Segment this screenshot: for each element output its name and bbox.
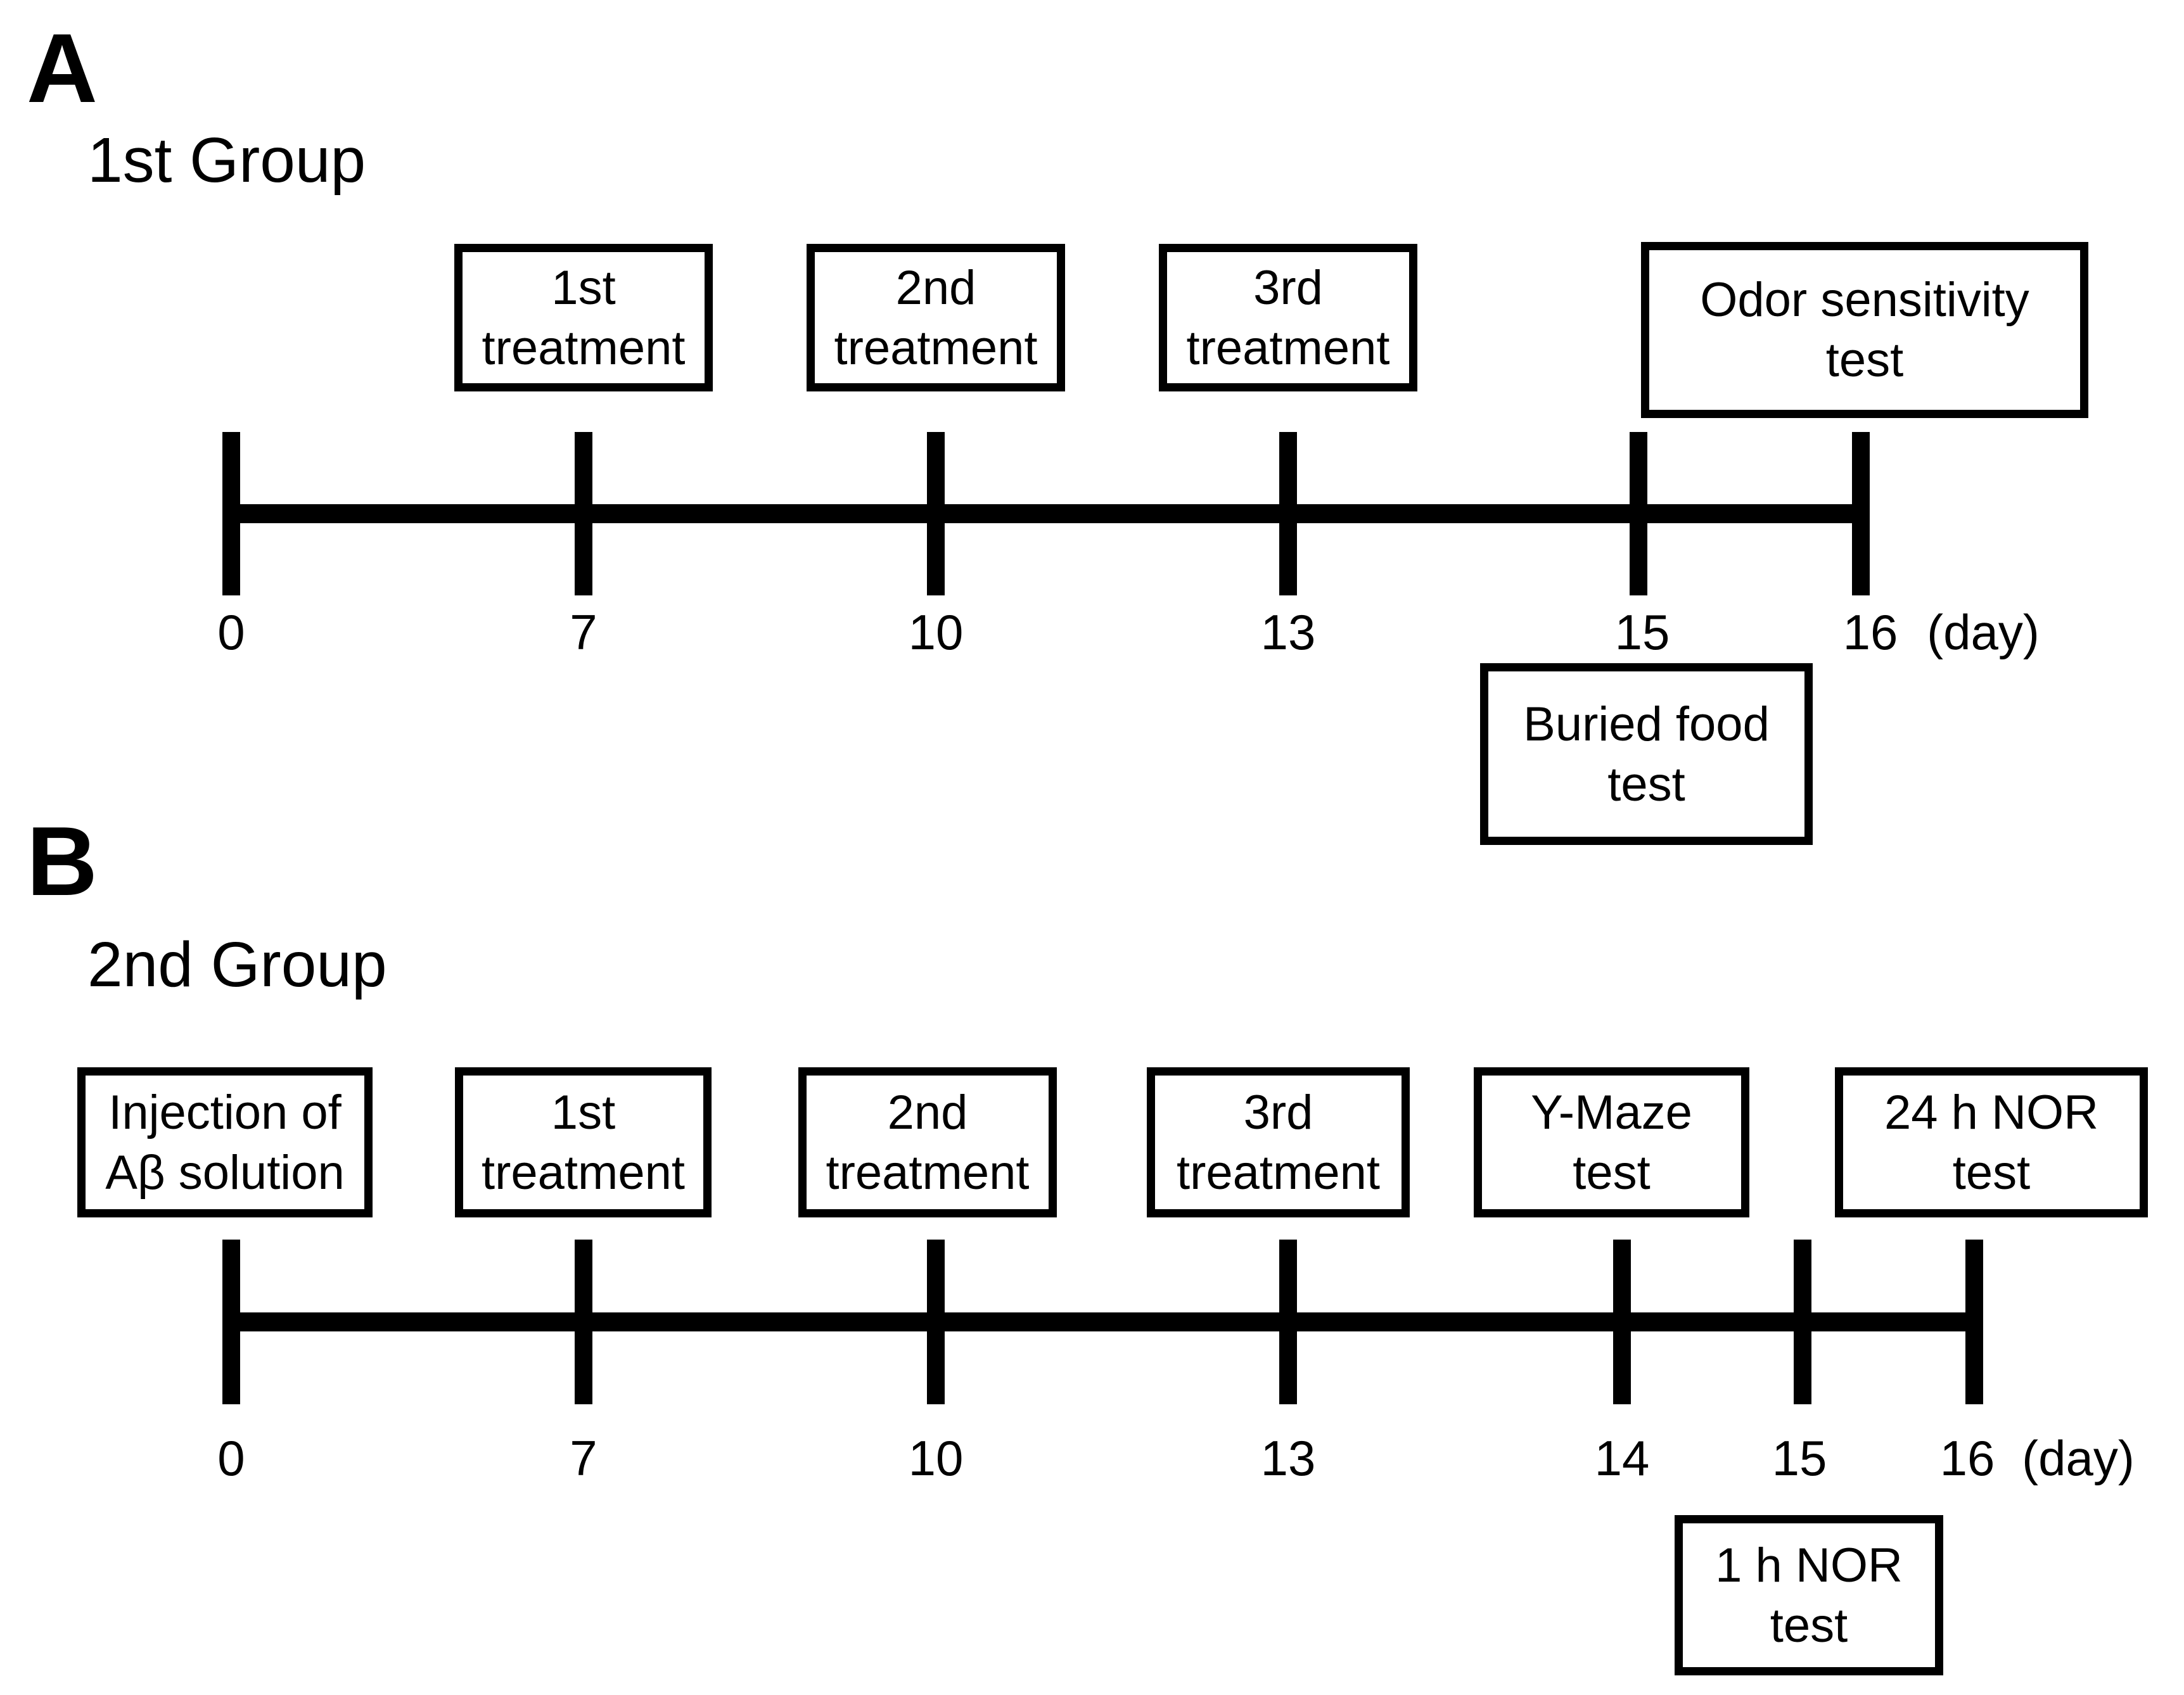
tick-label-a-0: 0 xyxy=(217,604,245,660)
tick-label-b-15: 15 xyxy=(1772,1430,1827,1486)
axis-unit-label-b: (day) xyxy=(2022,1430,2135,1486)
tick-b-day7 xyxy=(575,1240,592,1404)
timeline-bar-a xyxy=(222,504,1870,523)
tick-label-b-7: 7 xyxy=(570,1430,597,1486)
event-box-label: Injection of Aβ solution xyxy=(105,1085,345,1200)
tick-b-day10 xyxy=(927,1240,945,1404)
event-box-label: 1st treatment xyxy=(482,260,686,375)
tick-a-day10 xyxy=(927,432,945,595)
tick-a-day16 xyxy=(1852,432,1870,595)
tick-b-day16 xyxy=(1965,1240,1983,1404)
tick-label-b-14: 14 xyxy=(1594,1430,1650,1486)
panel-letter-a: A xyxy=(27,13,98,123)
event-box-injection-ab-solution: Injection of Aβ solution xyxy=(77,1067,373,1217)
tick-b-day0 xyxy=(222,1240,240,1404)
timeline-bar-b xyxy=(222,1312,1983,1331)
event-box-label: 2nd treatment xyxy=(826,1085,1030,1200)
tick-a-day0 xyxy=(222,432,240,595)
event-box-y-maze-test: Y-Maze test xyxy=(1474,1067,1749,1217)
event-box-label: Odor sensitivity test xyxy=(1700,273,2029,387)
panel-letter-b: B xyxy=(27,806,98,916)
tick-label-a-16: 16 xyxy=(1842,604,1898,660)
event-box-odor-sensitivity-test: Odor sensitivity test xyxy=(1641,242,2088,418)
tick-label-b-0: 0 xyxy=(217,1430,245,1486)
tick-b-day13 xyxy=(1279,1240,1297,1404)
tick-a-day13 xyxy=(1279,432,1297,595)
tick-label-b-16: 16 xyxy=(1939,1430,1995,1486)
event-box-1st-treatment-b: 1st treatment xyxy=(455,1067,712,1217)
tick-a-day7 xyxy=(575,432,592,595)
event-box-2nd-treatment-b: 2nd treatment xyxy=(798,1067,1057,1217)
tick-label-a-13: 13 xyxy=(1260,604,1316,660)
event-box-3rd-treatment-b: 3rd treatment xyxy=(1147,1067,1410,1217)
event-box-label: 3rd treatment xyxy=(1176,1085,1381,1200)
panel-title-b: 2nd Group xyxy=(87,929,387,1000)
event-box-label: 1st treatment xyxy=(481,1085,686,1200)
tick-b-day15 xyxy=(1794,1240,1811,1404)
tick-label-b-13: 13 xyxy=(1260,1430,1316,1486)
event-box-1h-nor-test: 1 h NOR test xyxy=(1675,1515,1943,1675)
event-box-label: Y-Maze test xyxy=(1531,1085,1692,1200)
tick-label-b-10: 10 xyxy=(908,1430,964,1486)
tick-label-a-7: 7 xyxy=(570,604,597,660)
tick-label-a-10: 10 xyxy=(908,604,964,660)
event-box-1st-treatment-a: 1st treatment xyxy=(454,244,713,391)
tick-a-day15 xyxy=(1630,432,1647,595)
tick-b-day14 xyxy=(1613,1240,1631,1404)
event-box-label: Buried food test xyxy=(1523,697,1770,811)
event-box-buried-food-test: Buried food test xyxy=(1480,663,1813,845)
event-box-label: 3rd treatment xyxy=(1186,260,1390,375)
event-box-24h-nor-test: 24 h NOR test xyxy=(1835,1067,2148,1217)
panel-title-a: 1st Group xyxy=(87,125,366,196)
event-box-2nd-treatment-a: 2nd treatment xyxy=(807,244,1065,391)
event-box-label: 2nd treatment xyxy=(834,260,1038,375)
event-box-label: 24 h NOR test xyxy=(1884,1085,2098,1200)
axis-unit-label-a: (day) xyxy=(1927,604,2040,660)
event-box-label: 1 h NOR test xyxy=(1715,1538,1903,1653)
tick-label-a-15: 15 xyxy=(1614,604,1670,660)
event-box-3rd-treatment-a: 3rd treatment xyxy=(1159,244,1417,391)
